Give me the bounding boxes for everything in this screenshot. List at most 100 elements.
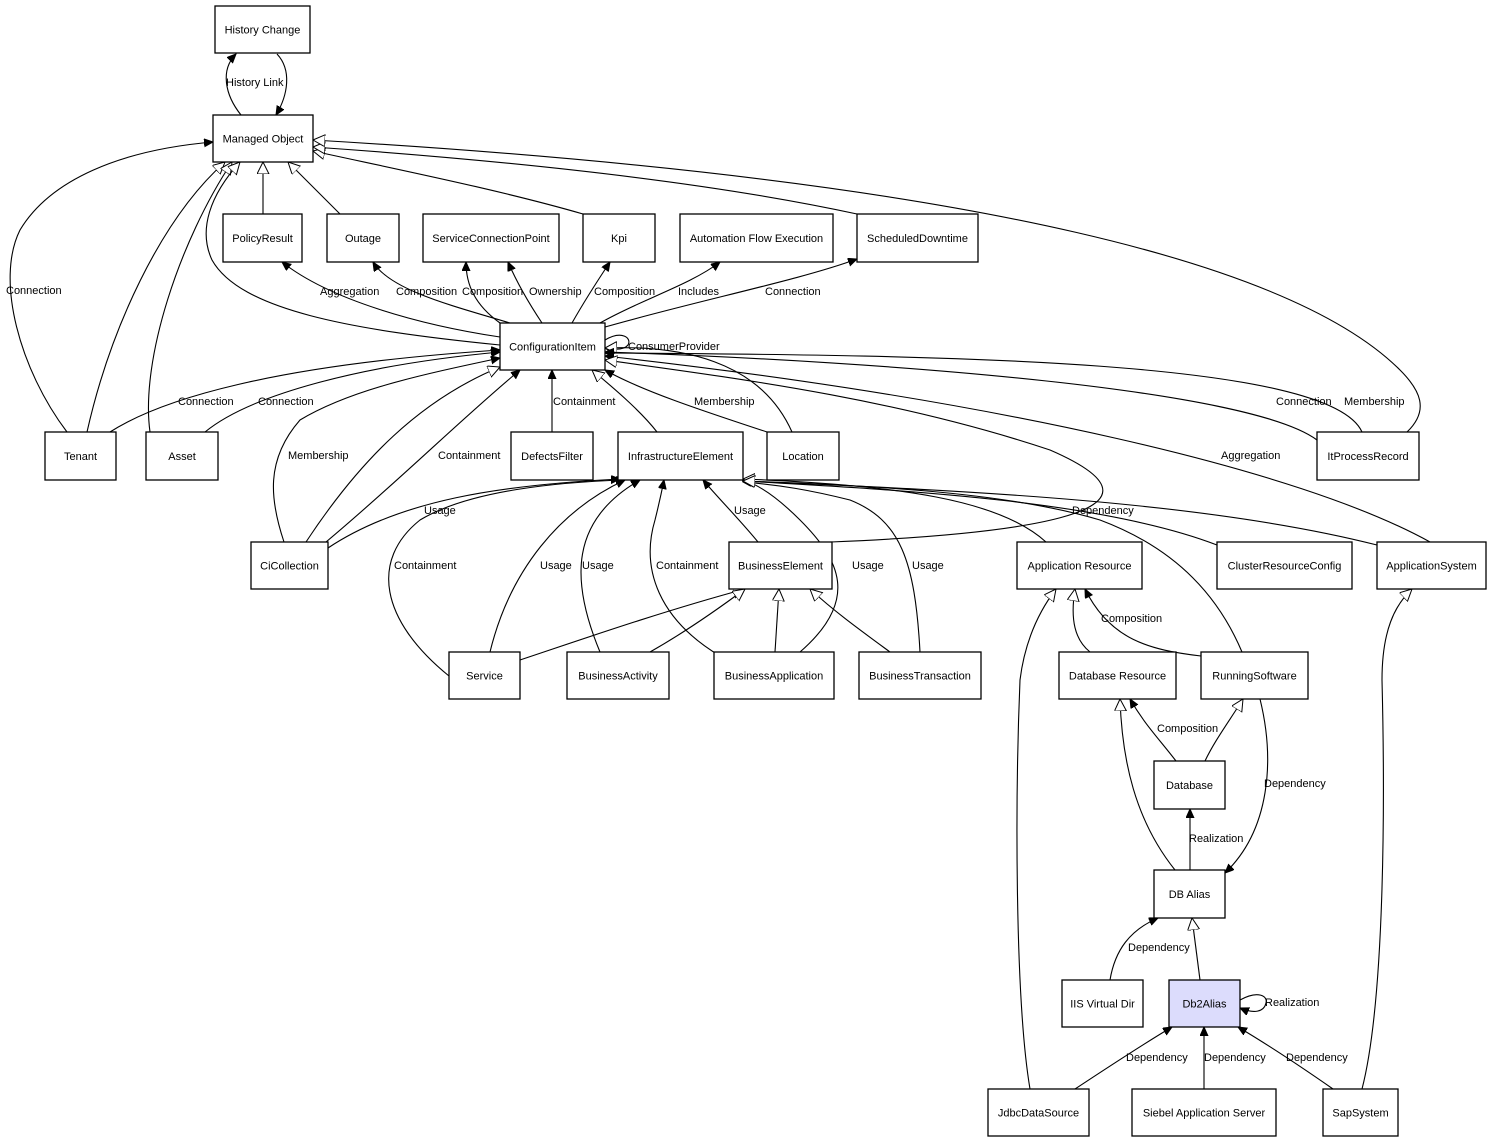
edge-label: Composition [396,286,457,298]
class-label: Service [466,671,503,683]
class-node-outage[interactable]: Outage [326,213,400,263]
edge-cicoll-infra-usage [327,479,620,549]
edge-ci-scp-ownership [508,262,543,324]
edge-service-busel-gen [519,589,745,661]
association-connector [1074,1027,1172,1090]
class-node-application-system[interactable]: ApplicationSystem [1376,541,1487,590]
class-node-kpi[interactable]: Kpi [582,213,656,263]
class-node-ci-collection[interactable]: CiCollection [250,541,329,590]
class-node-business-element[interactable]: BusinessElement [728,541,833,590]
class-box [214,5,311,54]
class-label: Tenant [64,451,97,463]
class-node-siebel-application-server[interactable]: Siebel Application Server [1131,1088,1277,1137]
class-box [1376,541,1487,590]
class-box [212,114,314,163]
edge-label: Connection [258,396,314,408]
edge-label: Dependency [1264,778,1326,790]
class-node-business-application[interactable]: BusinessApplication [713,651,835,700]
edge-label: Aggregation [320,286,379,298]
association-connector [1130,699,1177,762]
class-label: BusinessApplication [725,671,823,683]
edge-busel-infra-usage [703,480,759,543]
edge-label: Dependency [1286,1052,1348,1064]
class-label: JdbcDataSource [998,1108,1079,1120]
association-connector [605,352,1318,441]
edge-label: Realization [1265,997,1319,1009]
edge-label: Dependency [1128,942,1190,954]
class-node-cluster-resource-config[interactable]: ClusterResourceConfig [1216,541,1353,590]
class-node-sap-system[interactable]: SapSystem [1322,1088,1399,1137]
class-box [1153,760,1226,810]
class-node-service[interactable]: Service [448,651,521,700]
class-node-policy-result[interactable]: PolicyResult [222,213,303,263]
class-node-service-connection-point[interactable]: ServiceConnectionPoint [422,213,560,263]
class-box [1016,541,1143,590]
class-node-db-alias[interactable]: DB Alias [1153,869,1226,919]
class-node-business-transaction[interactable]: BusinessTransaction [858,651,982,700]
class-node-it-process-record[interactable]: ItProcessRecord [1316,431,1420,481]
edge-service-infra-containment [388,480,625,677]
class-node-configuration-item[interactable]: ConfigurationItem [499,322,606,371]
class-box [44,431,117,481]
class-box [566,651,670,700]
generalization-connector [288,162,341,215]
association-connector [604,259,857,328]
association-connector [649,480,721,657]
class-label: Location [782,451,824,463]
class-box [858,651,982,700]
association-connector [1240,994,1267,1012]
edge-jdbc-appres-gen [1016,589,1056,1090]
association-connector [605,353,1363,433]
class-label: ClusterResourceConfig [1228,561,1342,573]
class-label: Database [1166,780,1213,792]
class-label: Automation Flow Execution [690,233,823,245]
association-connector [1238,1027,1334,1090]
class-node-database-resource[interactable]: Database Resource [1058,651,1177,700]
class-box [987,1088,1090,1137]
class-label: PolicyResult [232,233,293,245]
class-box [582,213,656,263]
edge-label: Usage [540,560,572,572]
edge-label: Composition [462,286,523,298]
class-node-defects-filter[interactable]: DefectsFilter [510,431,594,481]
generalization-connector [313,140,1421,433]
class-node-scheduled-downtime[interactable]: ScheduledDowntime [856,213,979,263]
class-node-asset[interactable]: Asset [145,431,219,481]
class-label: Database Resource [1069,671,1166,683]
edge-label: Containment [553,396,615,408]
class-node-infrastructure-element[interactable]: InfrastructureElement [617,431,744,481]
edge-label: ConsumerProvider [628,341,720,353]
class-node-jdbc-data-source[interactable]: JdbcDataSource [987,1088,1090,1137]
edge-label: Usage [734,505,766,517]
class-box [713,651,835,700]
association-connector [703,480,759,543]
class-box [448,651,521,700]
edge-ci-scp-composition [466,262,501,324]
edge-asset-ci-connection [204,352,500,433]
edge-label: Aggregation [1221,450,1280,462]
class-node-automation-flow-execution[interactable]: Automation Flow Execution [679,213,834,263]
edge-iis-dbalias-dependency [1109,918,1158,981]
class-node-database[interactable]: Database [1153,760,1226,810]
association-connector [1085,589,1202,657]
class-node-location[interactable]: Location [766,431,840,481]
class-label: CiCollection [260,561,319,573]
generalization-connector [1361,589,1412,1090]
class-node-db2-alias[interactable]: Db2Alias [1168,979,1241,1028]
class-box [1168,979,1241,1028]
association-connector [605,370,768,433]
class-node-managed-object[interactable]: Managed Object [212,114,314,163]
edge-dbalias-dbres-gen [1120,699,1176,871]
class-label: Siebel Application Server [1143,1108,1266,1120]
association-connector [388,480,625,677]
class-node-application-resource[interactable]: Application Resource [1016,541,1143,590]
class-node-business-activity[interactable]: BusinessActivity [566,651,670,700]
association-connector [1109,918,1158,981]
edge-jdbc-db2-dependency [1074,1027,1172,1090]
edge-outage-mo-gen [288,162,341,215]
generalization-connector [743,481,1378,546]
class-node-history-change[interactable]: History Change [214,5,311,54]
class-node-iis-virtual-dir[interactable]: IIS Virtual Dir [1061,979,1144,1028]
class-node-running-software[interactable]: RunningSoftware [1200,651,1309,700]
class-node-tenant[interactable]: Tenant [44,431,117,481]
